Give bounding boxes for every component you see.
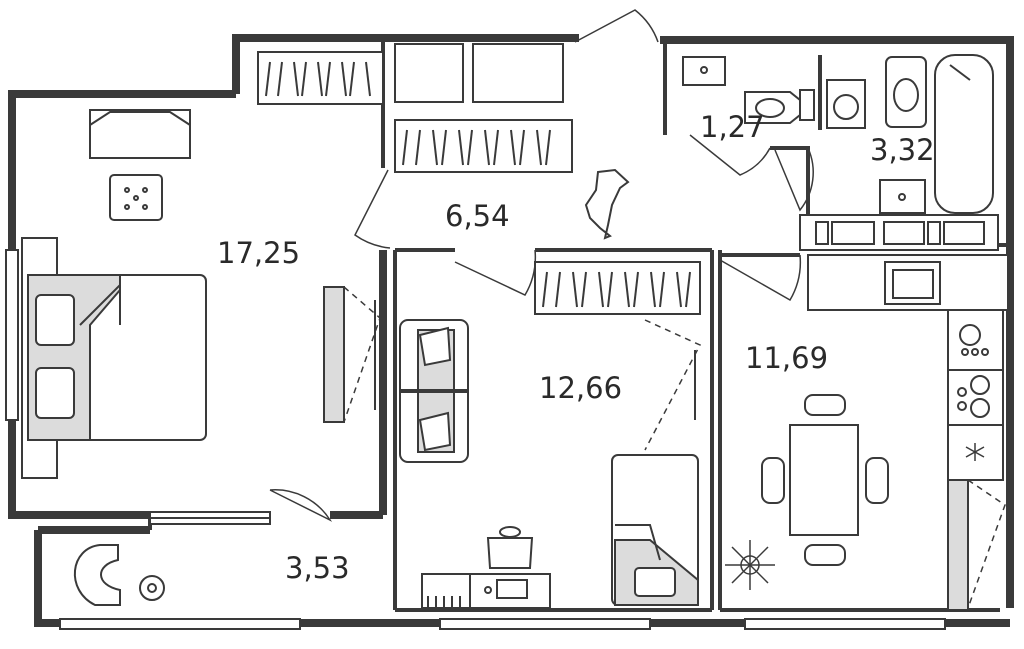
balcony-door <box>269 489 333 522</box>
shelf-strip <box>799 214 999 251</box>
room-area-bedroom: 17,25 <box>217 236 300 270</box>
room-area-toilet: 1,27 <box>700 110 765 144</box>
entry-door <box>574 9 659 43</box>
balcony-furniture <box>73 544 165 606</box>
kitchen-furniture <box>725 254 1009 611</box>
windows <box>5 249 946 630</box>
toilet-door <box>689 134 771 176</box>
pot <box>486 537 534 569</box>
living-room-furniture <box>399 261 702 609</box>
doors <box>269 9 814 522</box>
hallway-bedroom-door <box>354 169 391 249</box>
armchair <box>73 544 121 606</box>
room-area-bathroom: 3,32 <box>870 133 935 167</box>
room-area-hallway: 6,54 <box>445 199 510 233</box>
wardrobe-hangers-2 <box>402 129 551 166</box>
room-area-kitchen: 11,69 <box>745 341 828 375</box>
room-area-balcony: 3,53 <box>285 551 350 585</box>
kitchen-door <box>719 254 802 302</box>
wardrobe-hangers-3 <box>542 271 691 308</box>
interior-walls <box>148 40 1010 612</box>
hallway-furniture <box>257 43 630 240</box>
flower-plant <box>725 540 775 590</box>
outer-walls <box>8 34 1014 627</box>
bathroom-door <box>774 147 814 212</box>
room-area-living-room: 12,66 <box>539 371 622 405</box>
area-labels: 17,25 6,54 1,27 3,32 12,66 11,69 3,53 <box>217 110 935 585</box>
dog-figure <box>584 168 630 240</box>
snowflake-icon <box>965 443 985 461</box>
bathroom-fixtures <box>682 54 994 214</box>
bedroom-furniture <box>21 109 381 479</box>
living-room-door <box>454 249 537 296</box>
wardrobe-hangers-1 <box>265 61 371 97</box>
